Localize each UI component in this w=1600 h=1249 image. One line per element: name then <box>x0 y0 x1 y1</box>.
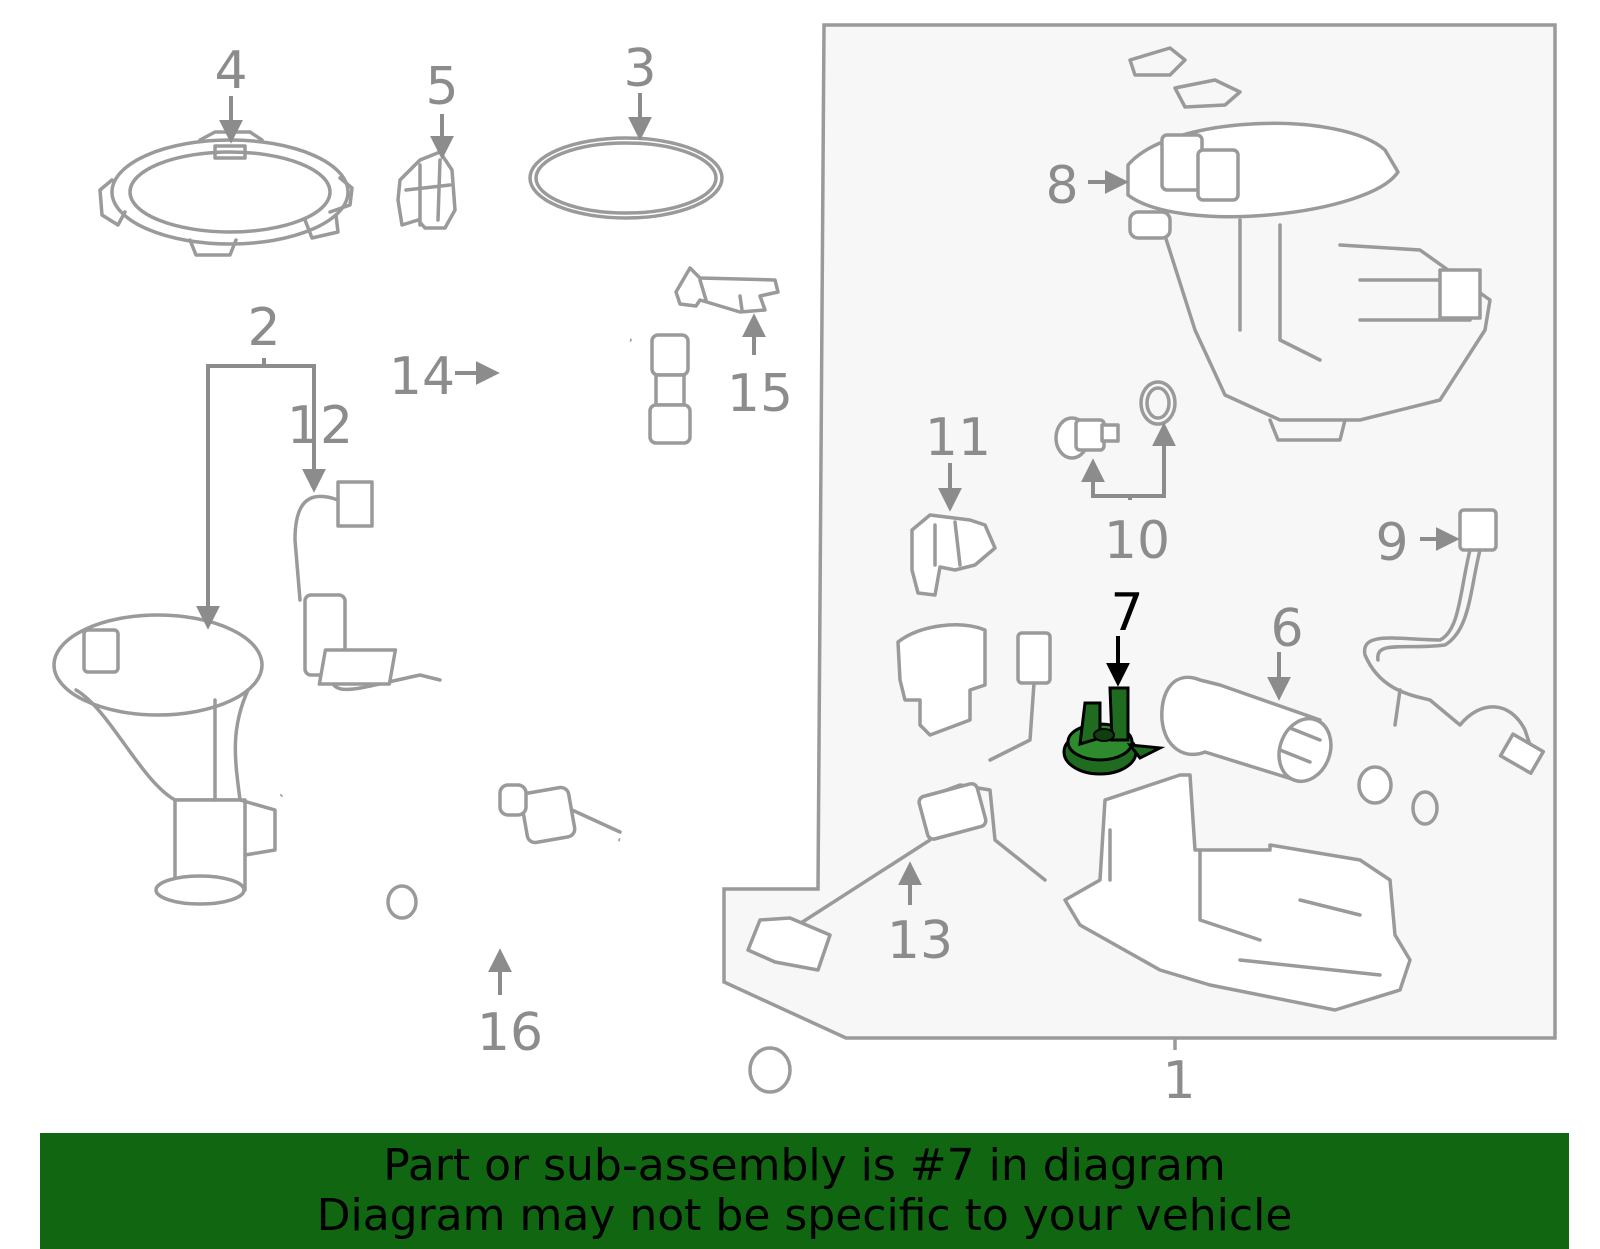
callout-13: 13 <box>887 911 953 971</box>
part-6-pump-motor <box>1160 675 1439 826</box>
part-14-fuel-line <box>496 322 735 853</box>
callout-7: 7 <box>1110 583 1143 643</box>
callout-3: 3 <box>623 39 656 99</box>
part-12-sender-harness <box>293 480 442 692</box>
callout-15: 15 <box>727 364 793 424</box>
part-4-retainer-ring <box>98 130 354 257</box>
part-13-level-sender <box>746 623 1052 972</box>
part-16-vent-tube <box>279 785 792 1094</box>
callout-6: 6 <box>1270 599 1303 659</box>
callout-12: 12 <box>287 396 353 456</box>
part-9-harness <box>1362 508 1546 776</box>
part-2-pump-module <box>52 613 277 906</box>
callout-14: 14 <box>389 347 455 407</box>
info-banner: Part or sub-assembly is #7 in diagram Di… <box>40 1133 1569 1249</box>
part-7-highlighted <box>1062 686 1166 776</box>
callout-16: 16 <box>477 1003 543 1063</box>
callout-4: 4 <box>214 41 247 101</box>
part-11-connector <box>910 513 997 597</box>
assembly-panel <box>722 23 1557 1040</box>
callout-1: 1 <box>1162 1051 1195 1111</box>
callout-8: 8 <box>1045 156 1078 216</box>
part-1-tray <box>1063 773 1412 1012</box>
callout-10: 10 <box>1104 511 1170 571</box>
banner-line-1: Part or sub-assembly is #7 in diagram <box>383 1140 1226 1191</box>
part-5-clip <box>396 150 457 230</box>
callout-11: 11 <box>925 408 991 468</box>
part-3-o-ring <box>528 136 724 220</box>
part-8-pump-assembly <box>1126 46 1492 442</box>
part-15-clip <box>674 266 780 314</box>
callout-9: 9 <box>1375 513 1408 573</box>
callout-5: 5 <box>425 57 458 117</box>
banner-line-2: Diagram may not be specific to your vehi… <box>316 1190 1293 1241</box>
callout-2: 2 <box>247 298 280 358</box>
leader-lines <box>196 93 1460 1050</box>
